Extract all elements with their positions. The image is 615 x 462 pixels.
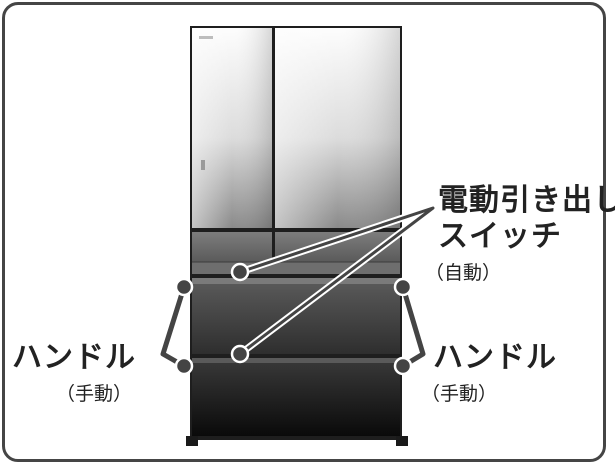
- door-indicator: [201, 160, 205, 170]
- switch-label-line2: スイッチ: [438, 219, 562, 254]
- handle-left-mode-label: （手動）: [56, 383, 133, 405]
- switch-label-line1: 電動引き出し: [438, 183, 615, 218]
- handle-marker-left-upper: [174, 277, 194, 297]
- handle-right-label: ハンドル: [433, 340, 557, 375]
- switch-mode-label: （自動）: [425, 262, 502, 284]
- brand-logo: [199, 36, 213, 39]
- handle-right-mode-label: （手動）: [421, 383, 498, 405]
- switch-marker-lower: [230, 344, 250, 364]
- right-handle-bracket: [400, 286, 426, 369]
- left-handle-bracket: [160, 286, 187, 369]
- fridge-foot-left: [186, 436, 198, 446]
- switch-marker-upper: [230, 262, 250, 282]
- handle-marker-left-lower: [174, 356, 194, 376]
- fridge-drawer-lower: [192, 358, 400, 436]
- fridge-small-drawer-left: [192, 232, 272, 262]
- handle-left-label: ハンドル: [12, 340, 136, 375]
- switch-callout-lines: [237, 204, 437, 357]
- fridge-foot-right: [396, 436, 408, 446]
- handle-marker-right-lower: [393, 356, 413, 376]
- handle-marker-right-upper: [393, 277, 413, 297]
